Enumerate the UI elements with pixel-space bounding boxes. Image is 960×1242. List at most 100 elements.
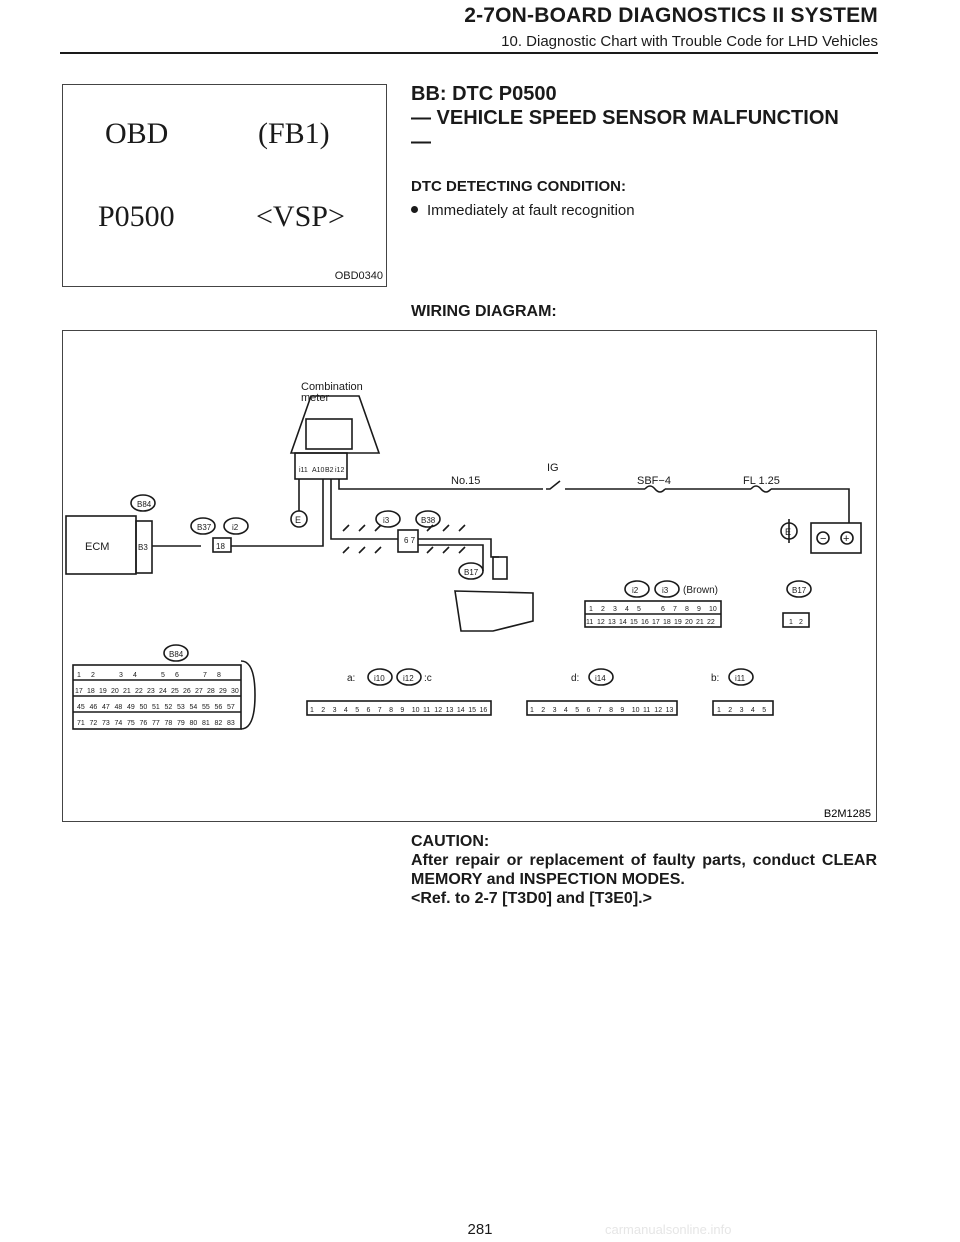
pin-a_pins-10: 11 [423,707,430,714]
obd-fb-text: (FB1) [258,117,330,150]
pin-b84_row4-3: 74 [115,720,123,727]
pin-i2i3_row1-2: 3 [613,606,617,613]
combination-meter-outline [289,395,381,454]
pin-a_pins-7: 8 [389,707,393,714]
pin-i2i3_row2-10: 21 [696,619,704,626]
page-header-subtitle: 10. Diagnostic Chart with Trouble Code f… [501,33,878,50]
pin-d_pins-7: 8 [609,707,613,714]
pin-b84_row3-11: 56 [215,704,223,711]
pin-b84_row1-6: 5 [161,672,165,679]
b84-connector-face [72,664,242,730]
pin-i2i3_row2-0: 11 [586,619,593,626]
wiring-diagram-svg: Combination meter i11 A10 B2 i12 No.15 I… [65,381,871,820]
pin-b84_row2-10: 27 [195,688,203,695]
section-title-line1: BB: DTC P0500 [411,83,557,105]
section-title-line2: — VEHICLE SPEED SENSOR MALFUNCTION [411,107,839,129]
speed-sensor-body [454,590,534,632]
pin-b17_pins-1: 2 [799,619,803,626]
pin-b_pins-3: 4 [751,707,755,714]
pin-i2i3_row1-3: 4 [625,606,629,613]
pin-b84_row2-7: 24 [159,688,167,695]
pin-b84_row3-8: 53 [177,704,185,711]
pin-b84_row3-7: 52 [165,704,173,711]
pin-b84_row4-7: 78 [165,720,173,727]
pin-a_pins-2: 3 [333,707,337,714]
ig-switch [546,480,561,490]
conn-a-label: a: [347,673,355,684]
pin-b84_row3-0: 45 [77,704,85,711]
header-divider [60,52,878,54]
b84-bubble: B84 [137,500,152,509]
pin-i2i3_row2-6: 17 [652,619,660,626]
pin-i2i3_row1-6: 6 [661,606,665,613]
i11-bubble: i11 [735,674,746,683]
pin-a_pins-8: 9 [400,707,404,714]
pin-b84_row2-11: 28 [207,688,215,695]
b84-bubble-2: B84 [169,650,184,659]
pin-b84_row3-1: 46 [90,704,98,711]
pin-b84_row1-0: 1 [77,672,81,679]
pin-d_pins-6: 7 [598,707,602,714]
pin-b_pins-2: 3 [740,707,744,714]
pin-b84_row3-10: 55 [202,704,210,711]
sbf-label: SBF−4 [637,475,671,487]
b-connector-face [712,700,774,716]
pin-b_pins-0: 1 [717,707,721,714]
pin-b84_row2-12: 29 [219,688,227,695]
fusible-link [750,485,772,493]
obd-figure-label: OBD0340 [334,270,383,282]
pin-a_pins-4: 5 [355,707,359,714]
pin-b84_row4-8: 79 [177,720,185,727]
pin-a_pins-15: 16 [480,707,488,714]
pin-b84_row4-2: 73 [102,720,110,727]
i14-bubble: i14 [595,674,606,683]
obd-vsp-text: <VSP> [256,200,345,233]
ecm-label: ECM [85,541,109,553]
bullet-icon [411,206,418,213]
pin-i2i3_row2-4: 15 [630,619,638,626]
pin-b84_row1-3: 3 [119,672,123,679]
pin-d_pins-9: 10 [632,707,640,714]
condition-item-text: Immediately at fault recognition [427,202,635,219]
meter-pin-3: B2 [325,467,334,474]
pin-b17_pins-0: 1 [789,619,793,626]
pin-d_pins-10: 11 [643,707,650,714]
i10-bubble: i10 [374,674,385,683]
meter-label-2: meter [301,392,329,404]
section-title: BB: DTC P0500 — VEHICLE SPEED SENSOR MAL… [411,82,881,154]
pin-i2i3_row2-5: 16 [641,619,649,626]
pin-b_pins-1: 2 [728,707,732,714]
meter-label-1: Combination [301,381,363,393]
pin-b84_row2-0: 17 [75,688,83,695]
i2-bubble: i2 [232,523,239,532]
b38-bubble: B38 [421,516,436,525]
pin-b84_row1-7: 6 [175,672,179,679]
condition-item: Immediately at fault recognition [411,202,635,219]
pin-d_pins-5: 6 [587,707,591,714]
pin-d_pins-0: 1 [530,707,534,714]
i3-bubble: i3 [383,516,390,525]
d-connector-face [526,700,678,716]
page-header-title: 2-7ON-BOARD DIAGNOSTICS II SYSTEM [464,4,878,27]
b17-bubble-2: B17 [792,586,807,595]
battery-plus: + [843,533,849,545]
term-18: 18 [216,542,225,551]
b17-bubble: B17 [464,568,479,577]
wiring-diagram-figure: Combination meter i11 A10 B2 i12 No.15 I… [62,330,877,822]
caution-title: CAUTION: [411,833,490,850]
meter-pin-4: i12 [335,467,344,474]
pin-b84_row1-4: 4 [133,672,137,679]
pin-d_pins-1: 2 [541,707,545,714]
pin-b84_row3-5: 50 [140,704,148,711]
a-c-connector-face [306,700,492,716]
b37-bubble: B37 [197,523,212,532]
ground-e-1: E [295,515,301,525]
pin-b84_row3-3: 48 [115,704,123,711]
pin-b84_row4-4: 75 [127,720,135,727]
wiring-diagram-heading: WIRING DIAGRAM: [411,303,557,320]
pin-a_pins-3: 4 [344,707,348,714]
pin-b84_row4-0: 71 [77,720,85,727]
pin-a_pins-6: 7 [378,707,382,714]
pin-i2i3_row1-7: 7 [673,606,677,613]
b17-connector-face [782,612,810,628]
